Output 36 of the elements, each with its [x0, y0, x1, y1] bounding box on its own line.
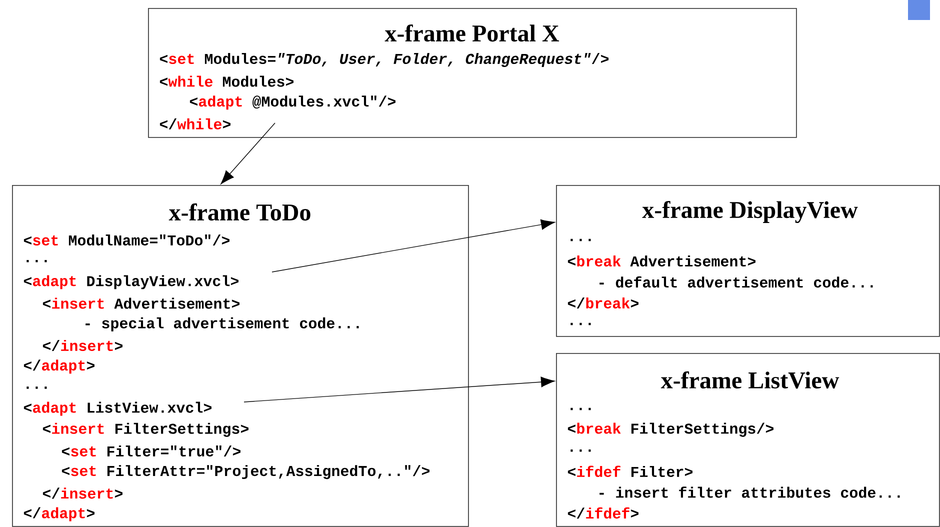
arrow: [244, 376, 555, 402]
code-line: ...: [570, 408, 591, 410]
code-line: <set FilterAttr="Project,AssignedTo,.."/>: [62, 465, 430, 480]
frame-title: x-frame ToDo: [168, 203, 310, 221]
code-line: </ifdef>: [568, 507, 638, 519]
code-line: - insert filter attributes code...: [600, 486, 900, 498]
code-line: <set Filter="true"/>: [62, 446, 240, 456]
code-line: </insert>: [42, 488, 122, 499]
frame-title: x-frame DisplayView: [642, 200, 858, 224]
code-line: <ifdef Filter>: [568, 466, 692, 477]
code-line: <set Modules="ToDo, User, Folder, ChangeRequest"/>: [160, 52, 609, 68]
code-line: </adapt>: [24, 507, 94, 522]
code-line: <adapt @Modules.xvcl"/>: [190, 96, 396, 110]
code-line: ...: [570, 322, 591, 326]
code-line: ...: [26, 386, 47, 389]
arrow: [220, 122, 276, 184]
frame-title: x-frame Portal X: [384, 24, 560, 42]
code-line: <adapt ListView.xvcl>: [24, 402, 212, 416]
code-line: - special advertisement code...: [86, 317, 359, 332]
code-line: <insert FilterSettings>: [42, 422, 248, 437]
frame-title: x-frame ListView: [660, 371, 840, 389]
code-line: <set ModulName="ToDo"/>: [24, 234, 230, 246]
code-line: ...: [570, 238, 591, 242]
code-line: <break Advertisement>: [568, 256, 756, 266]
code-line: <insert Advertisement>: [42, 298, 240, 309]
code-line: </insert>: [42, 340, 122, 351]
code-line: <adapt DisplayView.xvcl>: [24, 275, 238, 290]
code-line: - default advertisement code...: [600, 276, 873, 288]
arrow: [272, 219, 555, 272]
code-line: </break>: [568, 297, 638, 308]
code-line: ...: [570, 449, 591, 452]
code-line: </adapt>: [24, 360, 94, 374]
code-line: ...: [26, 260, 47, 262]
code-line: </while>: [160, 118, 230, 130]
code-line: <break FilterSettings/>: [568, 422, 774, 437]
code-line: <while Modules>: [160, 76, 294, 87]
